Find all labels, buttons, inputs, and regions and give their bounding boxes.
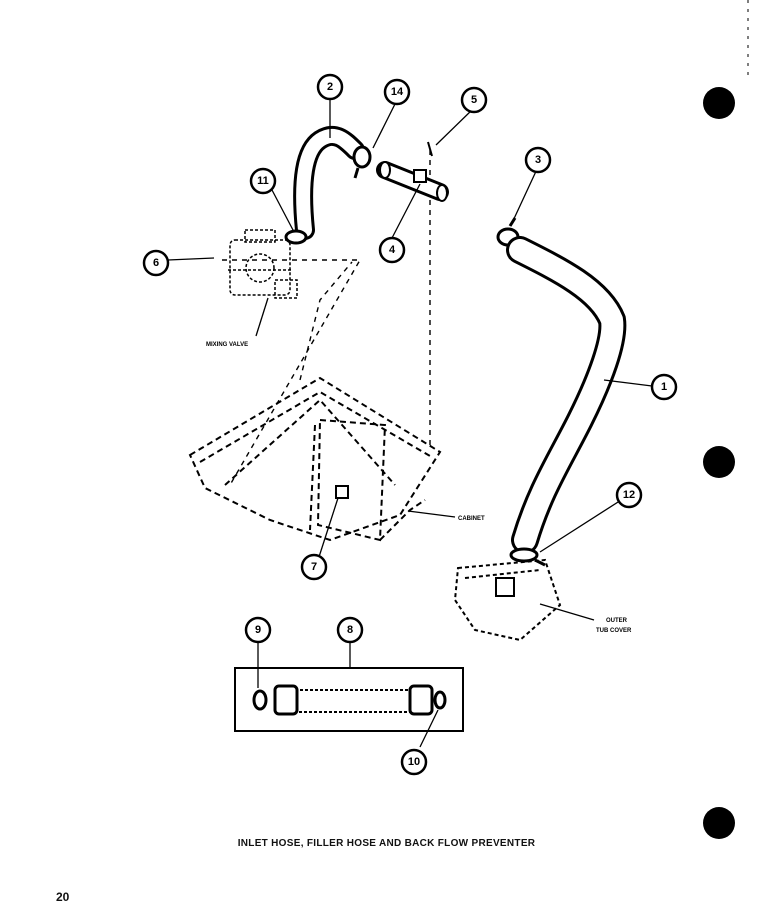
callout-12-number: 12 [623,489,635,501]
callout-8-circle [336,616,364,644]
callout-6-circle [142,249,170,277]
guide-lines [222,150,431,486]
callout-14-circle [383,78,411,106]
callout-9-circle [244,616,272,644]
cabinet-outline [188,376,442,542]
callout-11-number: 11 [257,175,269,187]
callout-numbers: 1 2 3 4 5 6 7 8 9 10 11 12 14 [153,81,667,768]
outer-tub-cover-label-line2: TUB COVER [596,628,632,634]
clamp-part-11 [284,229,308,245]
callout-4-number: 4 [389,244,396,256]
callout-11-circle [249,167,277,195]
callout-7-number: 7 [311,561,317,573]
callout-7-circle [300,553,328,581]
tee-fitting-part-4 [376,161,449,202]
callout-9-number: 9 [255,624,261,636]
callout-3-circle [524,146,552,174]
mixing-valve [228,229,298,299]
binder-hole-bottom [703,807,735,839]
callout-3-number: 3 [535,154,541,166]
callout-10-number: 10 [408,756,420,768]
fitting-part-7 [335,485,349,499]
callout-6-number: 6 [153,257,159,269]
mixing-valve-label: MIXING VALVE [206,342,248,348]
callout-5-circle [460,86,488,114]
cabinet-label: CABINET [458,516,485,522]
leader-lines [167,99,653,748]
diagram-caption: INLET HOSE, FILLER HOSE AND BACK FLOW PR… [237,838,536,849]
callout-4-circle [378,236,406,264]
callout-12-circle [615,481,643,509]
callout-2-circle [316,73,344,101]
callout-5-number: 5 [471,94,477,106]
part-labels: MIXING VALVE CABINET OUTER TUB COVER [206,342,632,634]
callout-2-number: 2 [327,81,333,93]
outer-tub-cover-label-line1: OUTER [606,618,628,624]
hose-part-1 [506,236,627,554]
outer-tub-cover [453,558,562,642]
binder-hole-middle [703,446,735,478]
callout-14-number: 14 [391,86,404,98]
callout-10-circle [400,748,428,776]
hose-part-2 [293,125,365,240]
callout-1-circle [650,373,678,401]
callout-1-number: 1 [661,381,667,393]
clamp-part-14 [352,145,372,179]
screw-part-5 [427,141,433,157]
inlet-hose-box [234,667,464,732]
page-number: 20 [56,890,70,904]
binder-hole-top [703,87,735,119]
binder-holes [703,0,749,839]
callout-circles [142,73,678,776]
callout-8-number: 8 [347,624,353,636]
